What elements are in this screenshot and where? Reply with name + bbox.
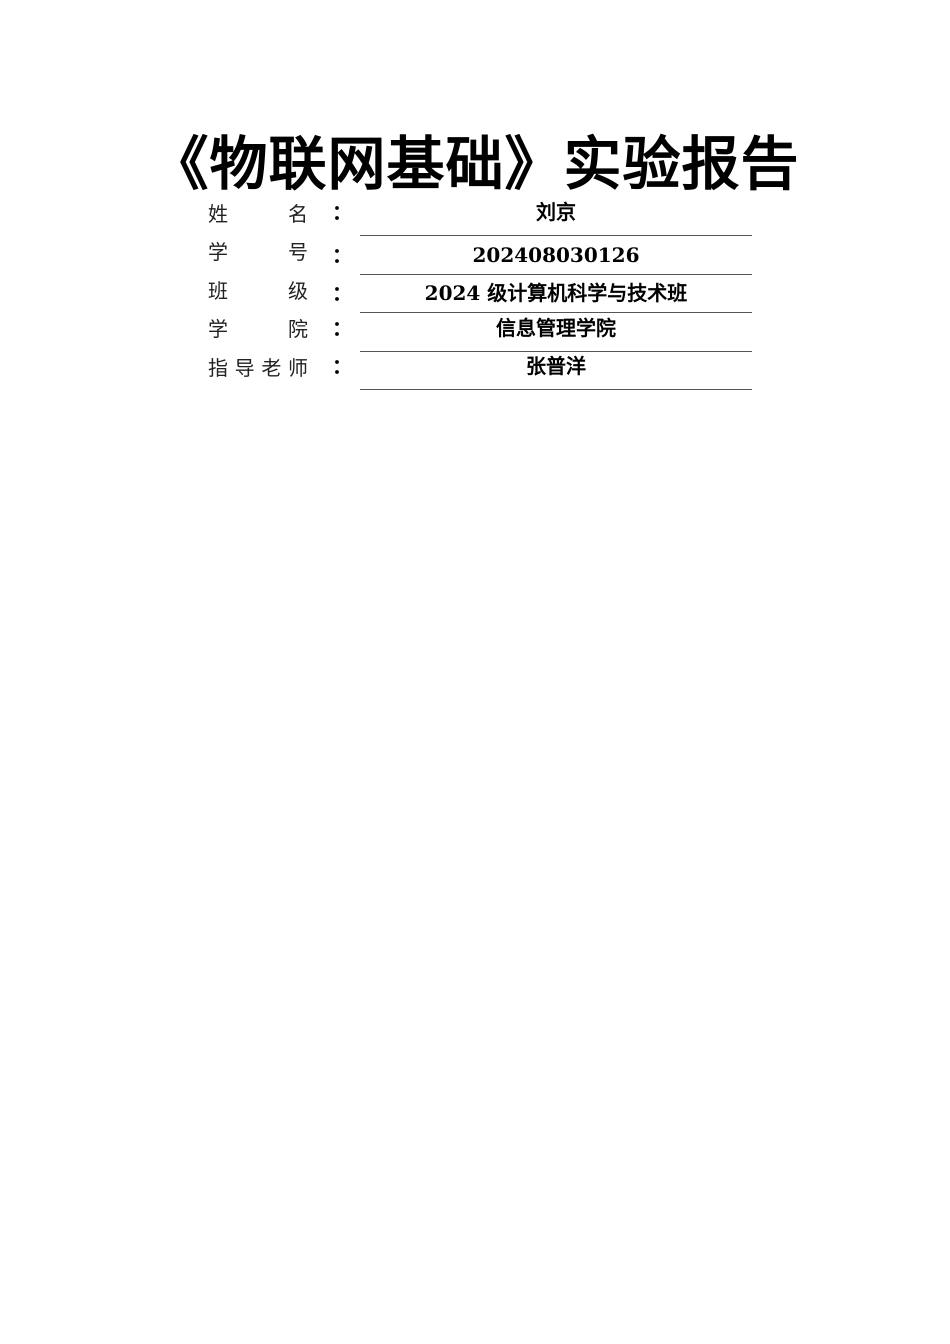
page-title: 《物联网基础》实验报告 <box>150 130 800 198</box>
field-label-char: 学 <box>208 317 228 341</box>
info-row-advisor: 指 导 老 师 ： 张普洋 <box>208 352 752 391</box>
field-label-char: 级 <box>288 278 308 303</box>
field-label-char: 指 <box>208 355 228 380</box>
field-label-student-id: 学 号 <box>208 237 308 265</box>
field-value-college: 信息管理学院 <box>360 314 752 352</box>
field-colon: ： <box>332 315 352 340</box>
field-value-advisor: 张普洋 <box>360 352 752 390</box>
info-row-name: 姓 名 ： 刘京 <box>208 198 752 237</box>
field-value-class: 2024 级计算机科学与技术班 <box>360 275 752 313</box>
info-row-college: 学 院 ： 信息管理学院 <box>208 314 752 353</box>
info-row-class: 班 级 ： 2024 级计算机科学与技术班 <box>208 275 752 314</box>
field-colon: ： <box>332 242 352 267</box>
field-label-advisor: 指 导 老 师 <box>208 352 308 380</box>
info-row-student-id: 学 号 ： 202408030126 <box>208 237 752 276</box>
field-colon: ： <box>332 354 352 378</box>
field-label-char: 班 <box>208 278 228 303</box>
field-colon: ： <box>332 200 352 224</box>
field-label-college: 学 院 <box>208 314 308 342</box>
field-label-char: 号 <box>288 240 308 264</box>
field-label-char: 老 <box>261 355 282 380</box>
field-label-char: 姓 <box>208 201 228 226</box>
field-label-class: 班 级 <box>208 275 308 303</box>
student-info-table: 姓 名 ： 刘京 学 号 ： 202408030126 班 级 ： 2024 级… <box>208 198 752 391</box>
field-label-char: 院 <box>288 317 308 341</box>
field-label-char: 名 <box>288 201 308 226</box>
field-label-char: 导 <box>234 355 255 380</box>
field-label-name: 姓 名 <box>208 198 308 226</box>
field-value-student-id: 202408030126 <box>360 237 752 275</box>
field-label-char: 师 <box>287 355 308 380</box>
field-label-char: 学 <box>208 240 228 264</box>
field-colon: ： <box>332 281 352 305</box>
field-value-name: 刘京 <box>360 198 752 236</box>
